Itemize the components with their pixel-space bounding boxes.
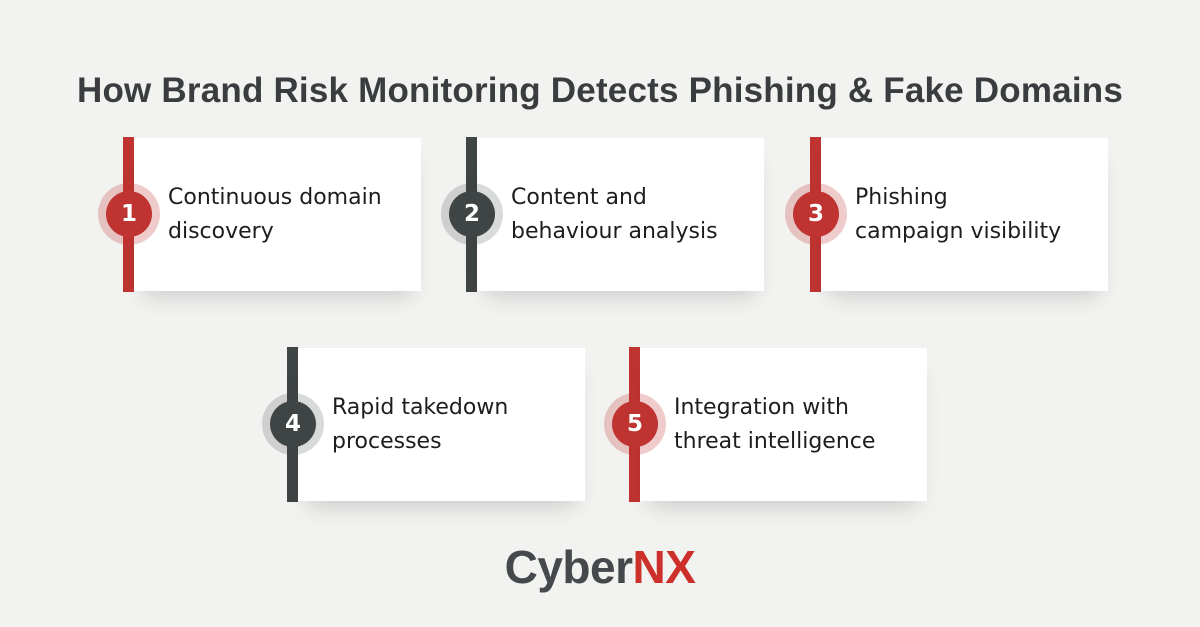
step-card-body: Content and behaviour analysis [477,138,764,291]
brand-name-primary: Cyber [504,541,633,593]
step-card-body: Continuous domain discovery [134,138,421,291]
step-number-badge: 2 [449,191,495,237]
step-card-1: Continuous domain discovery 1 [106,137,421,292]
step-card-2: Content and behaviour analysis 2 [449,137,764,292]
step-number-badge: 1 [106,191,152,237]
step-label: Continuous domain discovery [168,184,382,244]
step-label: Integration with threat intelligence [674,394,876,454]
step-card-body: Rapid takedown processes [298,348,585,501]
step-number-badge: 5 [612,401,658,447]
step-number-badge: 3 [793,191,839,237]
step-label: Phishing campaign visibility [855,184,1062,244]
brand-name-accent: NX [632,541,696,593]
step-card-4: Rapid takedown processes 4 [270,347,585,502]
step-card-5: Integration with threat intelligence 5 [612,347,927,502]
brand-logo: CyberNX [0,544,1200,590]
step-card-body: Phishing campaign visibility [821,138,1108,291]
step-card-3: Phishing campaign visibility 3 [793,137,1108,292]
step-number-badge: 4 [270,401,316,447]
step-card-body: Integration with threat intelligence [640,348,927,501]
infographic-title: How Brand Risk Monitoring Detects Phishi… [77,71,1123,111]
step-label: Rapid takedown processes [332,394,509,454]
step-label: Content and behaviour analysis [511,184,718,244]
